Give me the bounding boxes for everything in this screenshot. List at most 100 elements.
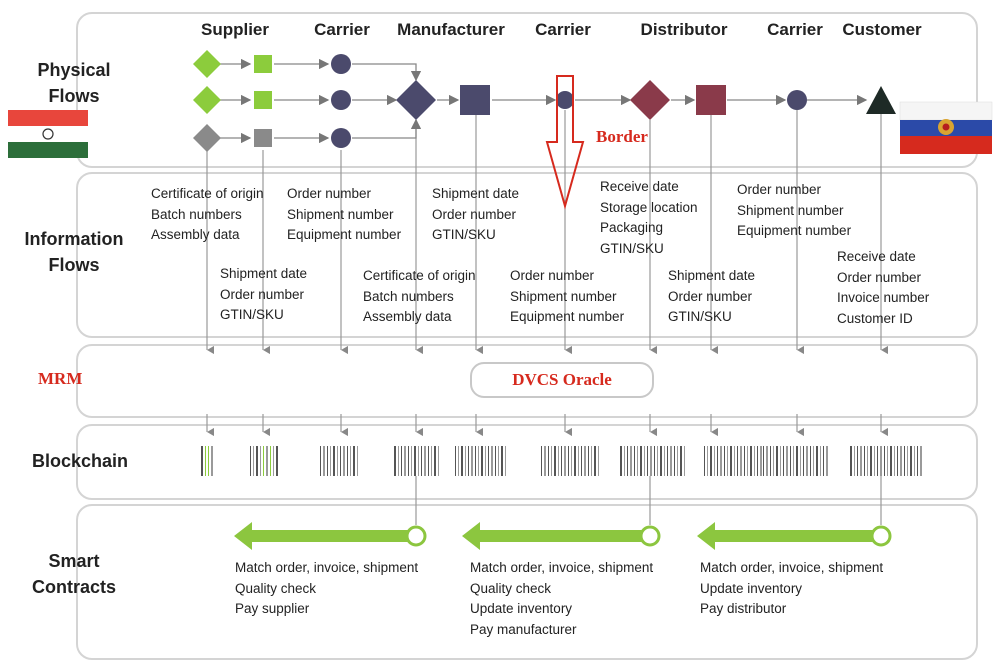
barcode-block — [320, 446, 358, 476]
barcode-bar — [757, 446, 758, 476]
mrm-label: MRM — [38, 369, 83, 388]
stage-distributor: Distributor — [640, 20, 728, 39]
barcode-bar — [431, 446, 432, 476]
barcode-bar — [810, 446, 811, 476]
barcode-bar — [887, 446, 888, 476]
barcode-bar — [581, 446, 582, 476]
barcode-bar — [920, 446, 922, 476]
barcode-bar — [820, 446, 821, 476]
info-line: Order number — [737, 182, 822, 197]
barcode-bar — [816, 446, 818, 476]
barcode-bar — [343, 446, 345, 476]
barcode-bar — [730, 446, 732, 476]
barcode-bar — [495, 446, 496, 476]
info-line: Storage location — [600, 199, 698, 215]
barcode-bar — [744, 446, 745, 476]
barcode-bar — [337, 446, 338, 476]
barcode-bar — [505, 446, 506, 476]
barcode-bar — [414, 446, 416, 476]
barcode-bar — [763, 446, 764, 476]
info-block-manufacturer-in: Certificate of origin Batch numbers Asse… — [363, 266, 476, 328]
barcode-bar — [660, 446, 662, 476]
info-line: GTIN/SKU — [600, 240, 664, 256]
info-line: Shipment number — [737, 202, 844, 218]
barcode-bar — [667, 446, 668, 476]
barcode-bar — [917, 446, 918, 476]
barcode-bar — [894, 446, 895, 476]
info-line: Assembly data — [363, 309, 452, 324]
stage-carrier: Carrier — [535, 20, 591, 39]
info-block-carrier-3: Order number Shipment number Equipment n… — [737, 180, 851, 242]
barcode-bar — [880, 446, 882, 476]
barcode-bar — [910, 446, 912, 476]
info-line: Batch numbers — [363, 288, 454, 304]
row-label-line: Smart — [48, 551, 100, 571]
info-block-carrier-2: Order number Shipment number Equipment n… — [510, 266, 624, 328]
row-label-smart-contracts: Smart Contracts — [14, 548, 134, 600]
info-line: Customer ID — [837, 310, 913, 326]
info-line: Batch numbers — [151, 206, 242, 222]
barcode-bar — [684, 446, 685, 476]
barcode-bar — [594, 446, 596, 476]
row-label-information-flows: Information Flows — [4, 226, 144, 278]
information-flows-band — [76, 172, 978, 338]
russia-flag-icon — [899, 101, 993, 154]
barcode-bar — [485, 446, 486, 476]
barcode-bar — [677, 446, 678, 476]
barcode-bar — [704, 446, 705, 476]
barcode-block — [250, 446, 278, 476]
stage-manufacturer: Manufacturer — [397, 20, 505, 39]
row-label-line: Physical — [37, 60, 111, 80]
barcode-bar — [857, 446, 858, 476]
barcode-bar — [347, 446, 348, 476]
row-label-blockchain: Blockchain — [20, 448, 140, 474]
barcode-bar — [766, 446, 768, 476]
info-line: Assembly data — [151, 227, 240, 242]
barcode-block — [763, 446, 828, 476]
barcode-bar — [790, 446, 791, 476]
info-line: Shipment number — [287, 206, 394, 222]
barcode-bar — [724, 446, 725, 476]
barcode-bar — [475, 446, 476, 476]
row-label-line: Contracts — [31, 577, 116, 597]
barcode-bar — [826, 446, 828, 476]
barcode-bar — [806, 446, 808, 476]
barcode-bar — [353, 446, 355, 476]
contract-line: Match order, invoice, shipment — [700, 560, 884, 575]
barcode-bar — [776, 446, 778, 476]
info-line: Shipment date — [668, 268, 756, 283]
barcode-bar — [760, 446, 762, 476]
barcode-block — [704, 446, 762, 476]
barcode-bar — [854, 446, 855, 476]
barcode-bar — [644, 446, 645, 476]
barcode-bar — [914, 446, 915, 476]
barcode-bar — [657, 446, 658, 476]
barcode-bar — [481, 446, 483, 476]
info-line: Receive date — [600, 179, 679, 194]
barcode-bar — [904, 446, 905, 476]
info-block-supplier-out: Shipment date Order number GTIN/SKU — [220, 264, 307, 326]
barcode-block — [455, 446, 506, 476]
barcode-bar — [350, 446, 351, 476]
barcode-bar — [273, 446, 274, 476]
barcode-bar — [438, 446, 439, 476]
barcode-bar — [800, 446, 801, 476]
smart-contract-arrows — [234, 522, 892, 550]
row-label-line: Flows — [48, 86, 100, 106]
barcode-bar — [357, 446, 358, 476]
barcode-bar — [598, 446, 599, 476]
info-line: Order number — [220, 286, 305, 302]
info-line: Packaging — [600, 220, 664, 235]
row-label-line: Information — [24, 229, 124, 249]
barcode-bar — [574, 446, 576, 476]
barcode-bar — [860, 446, 862, 476]
barcode-bar — [796, 446, 798, 476]
barcode-bar — [320, 446, 321, 476]
barcode-bar — [554, 446, 556, 476]
info-line: Order number — [668, 288, 753, 304]
contract-line: Match order, invoice, shipment — [235, 560, 419, 575]
barcode-bar — [428, 446, 429, 476]
barcode-bar — [647, 446, 648, 476]
barcode-bar — [850, 446, 852, 476]
barcode-bar — [720, 446, 722, 476]
